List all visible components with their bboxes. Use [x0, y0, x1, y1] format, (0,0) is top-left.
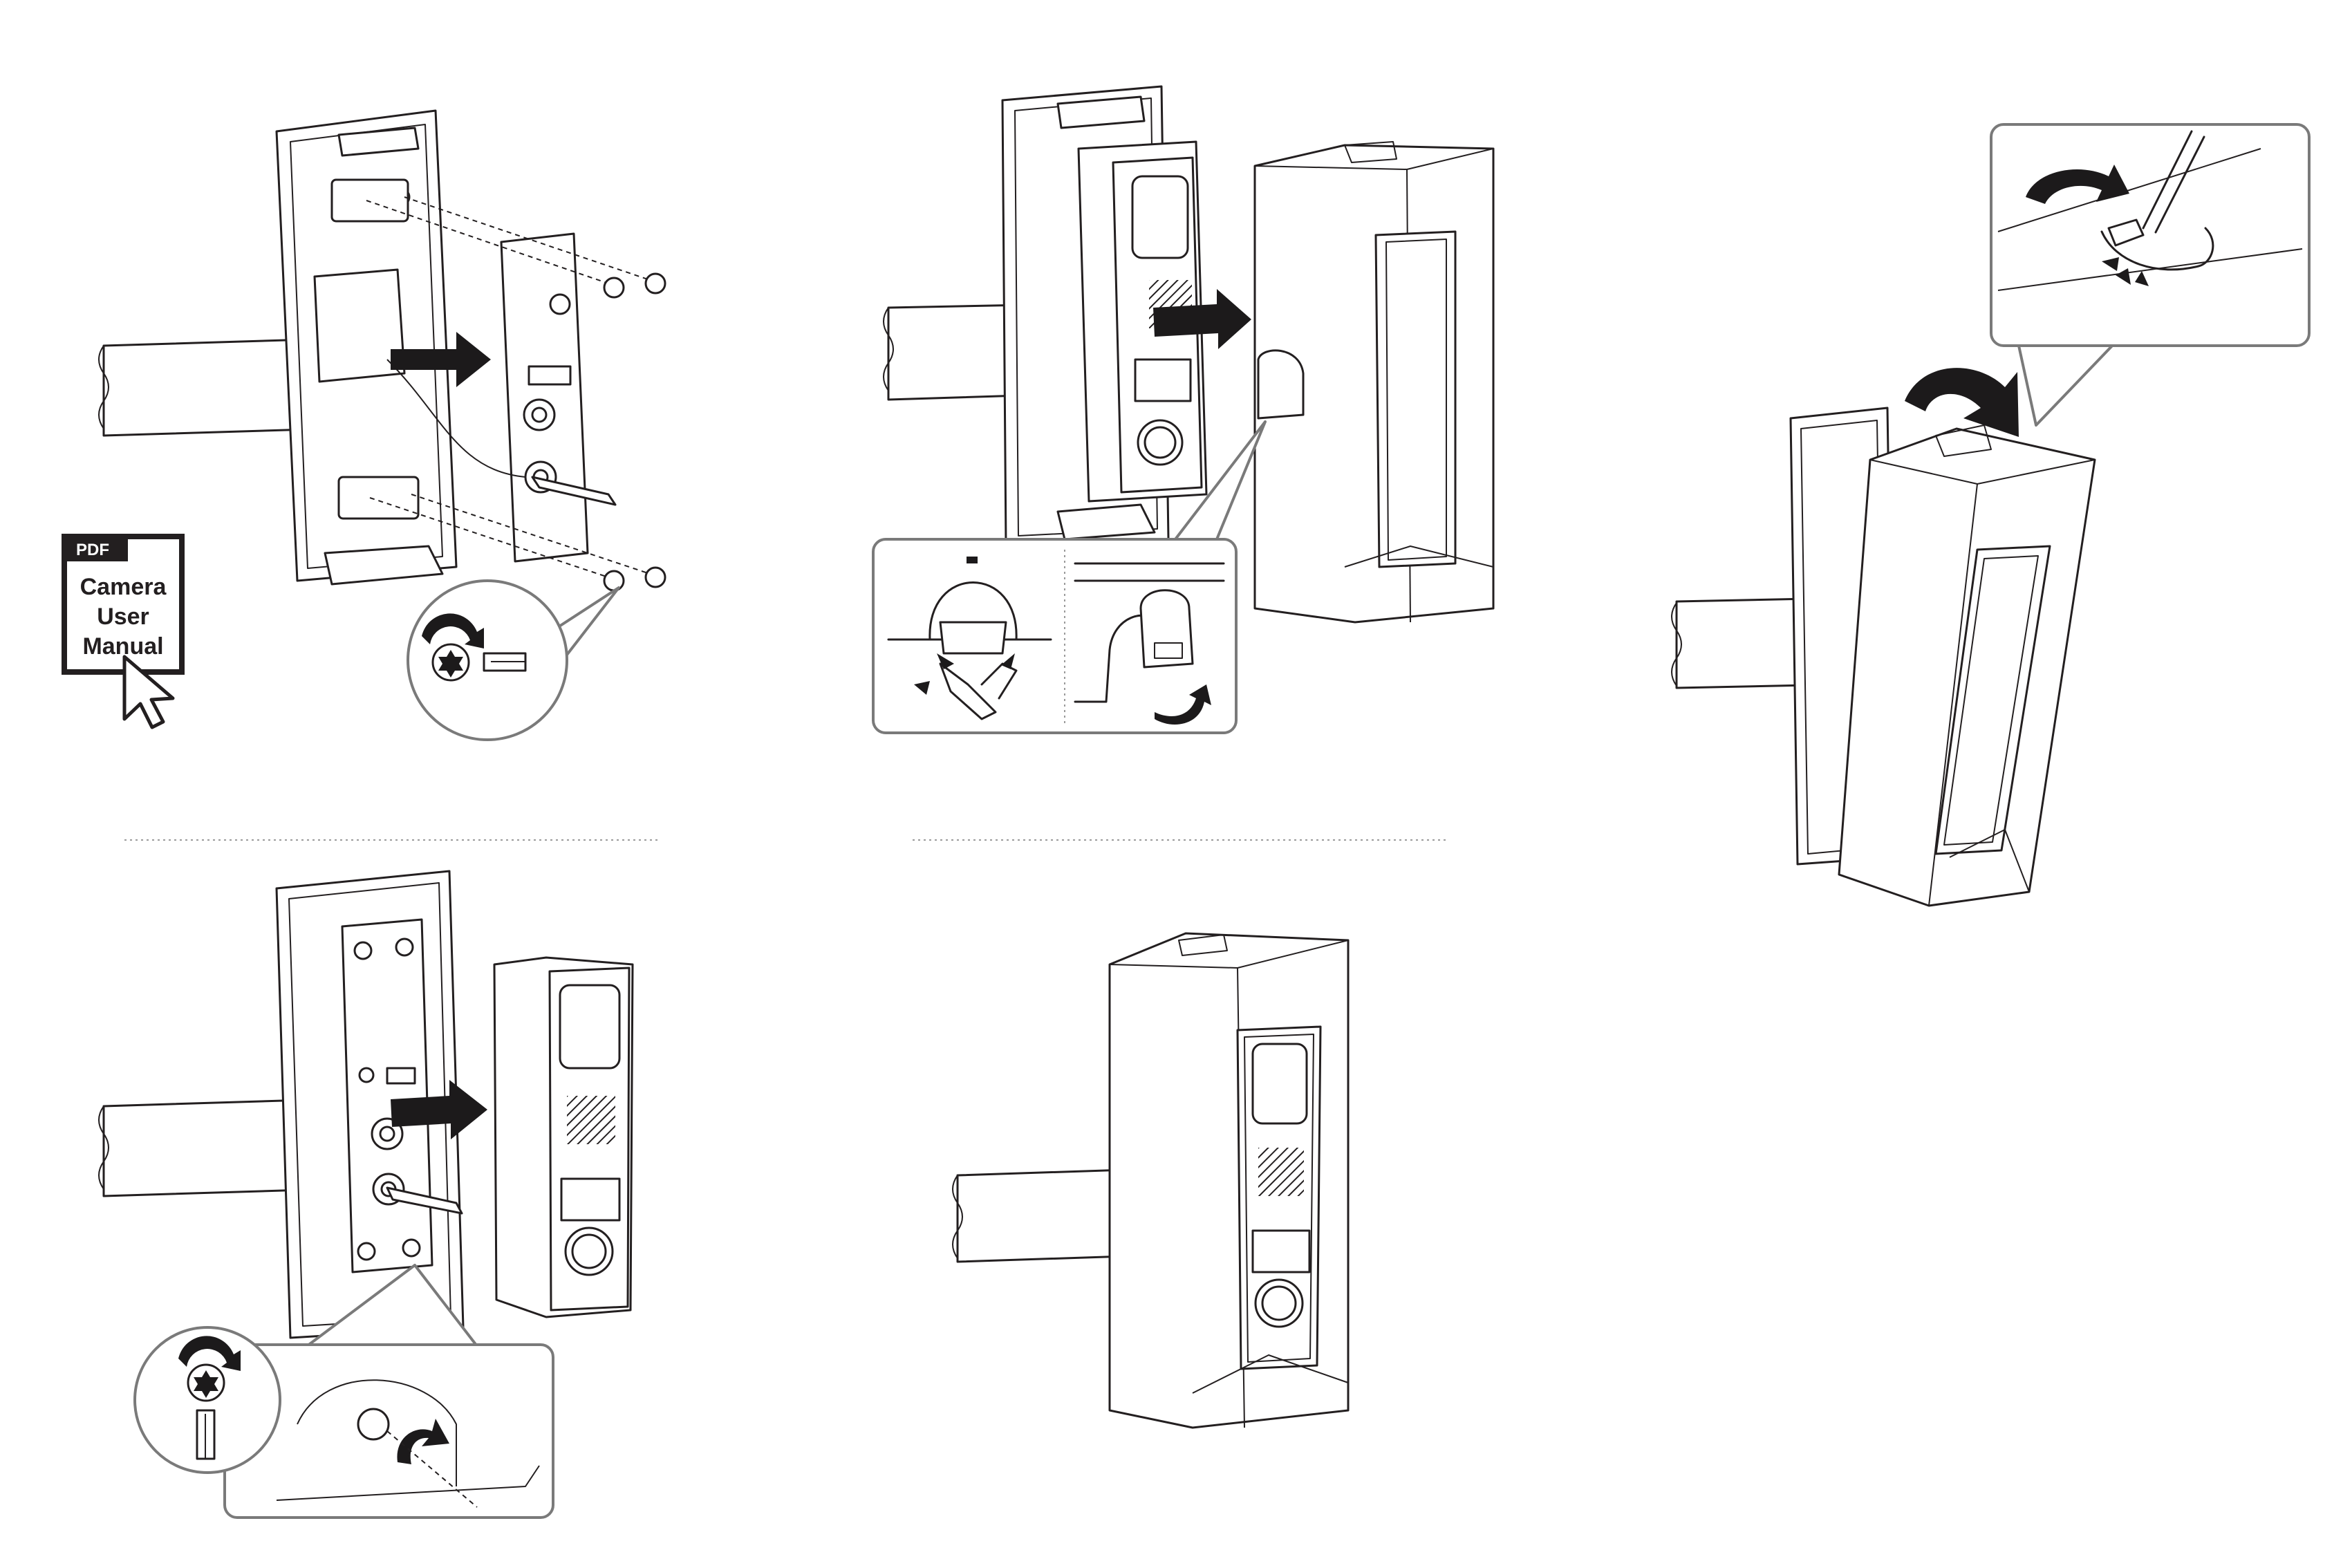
manual-line-2: User [97, 604, 149, 630]
torx-callout [408, 581, 619, 740]
camera-body [494, 958, 633, 1317]
pry-callout [1991, 124, 2309, 425]
camera-cover-housing [1255, 142, 1493, 622]
camera-cover-housing [1839, 425, 2095, 906]
camera-user-manual-link[interactable]: PDF Camera User Manual [64, 536, 182, 727]
step-close-housing-and-pry-tab [1672, 124, 2309, 906]
manual-line-1: Camera [80, 574, 167, 600]
mounting-bracket [277, 111, 456, 584]
step-slide-camera-onto-bracket [873, 86, 1493, 733]
step-fasten-camera-screw [99, 871, 633, 1518]
manual-line-3: Manual [82, 633, 163, 660]
step-final-installed-view [953, 933, 1348, 1428]
camera-cover-housing [1110, 933, 1348, 1428]
fold-arrow-icon [1905, 368, 2019, 437]
pdf-badge: PDF [76, 541, 109, 559]
